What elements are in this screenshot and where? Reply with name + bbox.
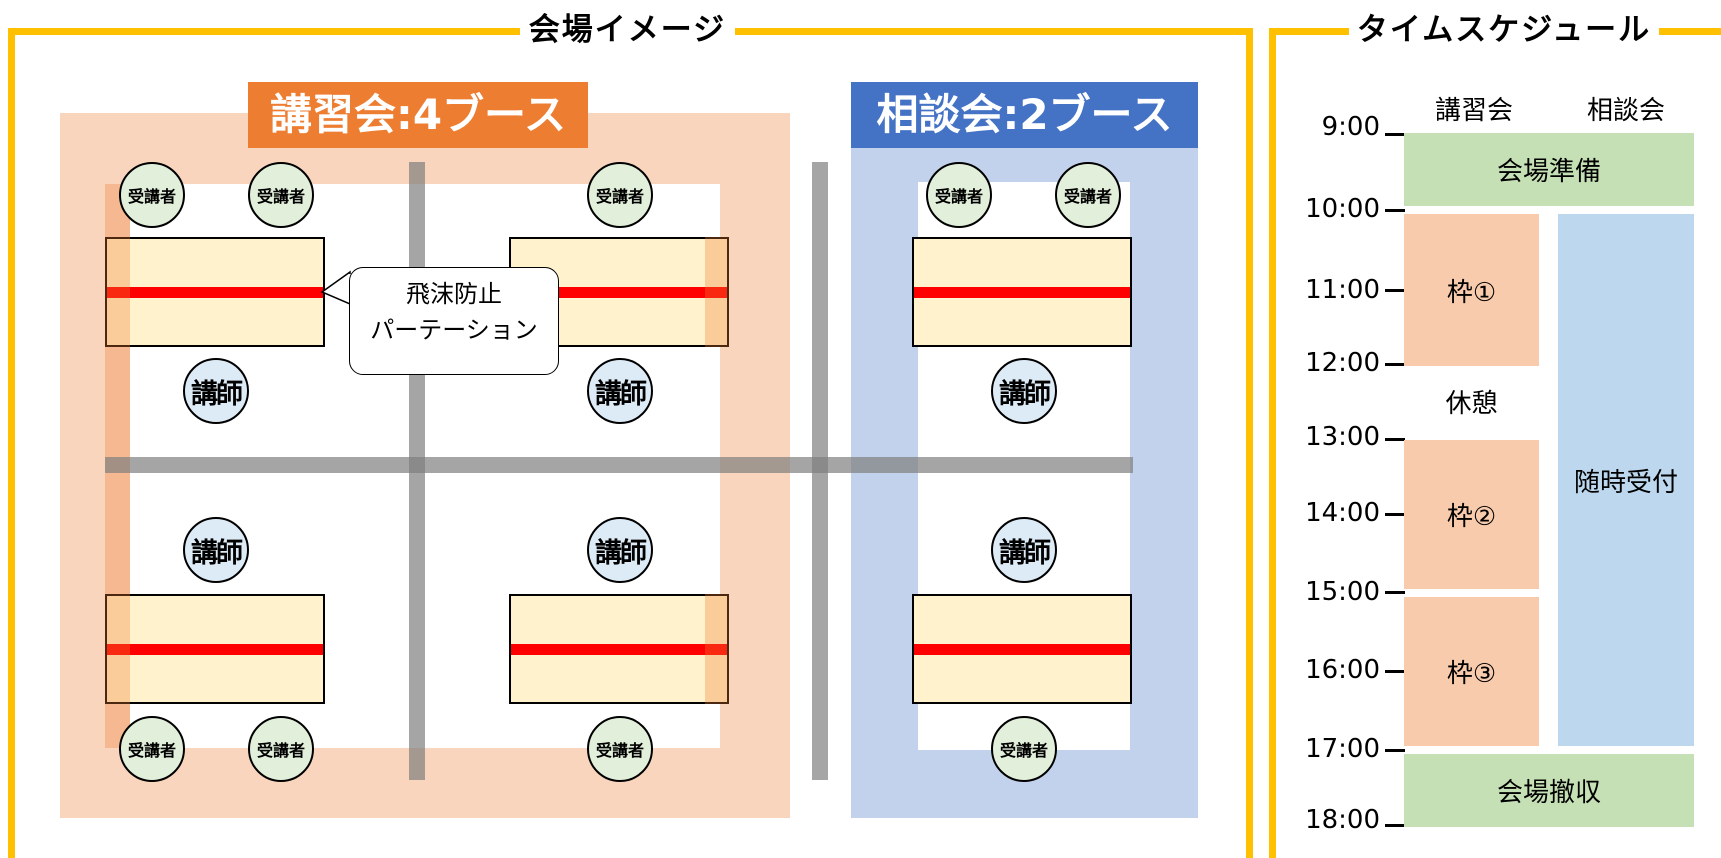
student-seat: 受講者 xyxy=(587,162,653,228)
block-teardown: 会場撤収 xyxy=(1404,754,1694,827)
time-tick xyxy=(1385,438,1405,441)
desk-5 xyxy=(509,594,729,704)
desk-3 xyxy=(912,237,1132,347)
desk-6 xyxy=(912,594,1132,704)
partition-callout: 飛沫防止 パーテーション xyxy=(349,267,559,375)
student-seat: 受講者 xyxy=(119,162,185,228)
partition xyxy=(511,287,727,298)
teacher-seat: 講師 xyxy=(587,358,653,424)
desk-overlay-4 xyxy=(105,594,130,704)
time-label: 10:00 xyxy=(1305,194,1380,224)
time-label: 9:00 xyxy=(1321,112,1380,142)
time-label: 11:00 xyxy=(1305,275,1380,305)
desk-4 xyxy=(105,594,325,704)
schedule-title: タイムスケジュール xyxy=(1349,10,1659,50)
time-tick xyxy=(1385,209,1405,212)
time-tick xyxy=(1385,363,1405,366)
teacher-seat: 講師 xyxy=(991,517,1057,583)
time-tick xyxy=(1385,513,1405,516)
partition xyxy=(107,644,323,655)
time-tick xyxy=(1385,749,1405,752)
time-tick xyxy=(1385,670,1405,673)
block-slot1: 枠① xyxy=(1404,214,1539,366)
column-header-consult: 相談会 xyxy=(1586,96,1665,126)
time-label: 17:00 xyxy=(1305,734,1380,764)
block-break: 休憩 xyxy=(1445,388,1498,419)
student-seat: 受講者 xyxy=(1055,162,1121,228)
aisle-vertical-1 xyxy=(409,162,425,780)
desk-overlay-1 xyxy=(105,237,130,347)
desk-1 xyxy=(105,237,325,347)
time-tick xyxy=(1385,591,1405,594)
partition xyxy=(914,287,1130,298)
block-anytime: 随時受付 xyxy=(1558,214,1694,746)
student-seat: 受講者 xyxy=(926,162,992,228)
aisle-vertical-2 xyxy=(812,162,828,780)
block-setup: 会場準備 xyxy=(1404,133,1694,206)
student-seat: 受講者 xyxy=(248,716,314,782)
callout-line2: パーテーション xyxy=(370,316,538,344)
column-header-lecture: 講習会 xyxy=(1434,96,1513,126)
time-label: 12:00 xyxy=(1305,348,1380,378)
lecture-zone-label: 講習会:4ブース xyxy=(248,82,588,148)
consult-zone-label: 相談会:2ブース xyxy=(851,82,1198,148)
time-label: 14:00 xyxy=(1305,498,1380,528)
student-seat: 受講者 xyxy=(119,716,185,782)
partition xyxy=(511,644,727,655)
desk-overlay-2 xyxy=(705,237,729,347)
time-tick xyxy=(1385,824,1405,827)
student-seat: 受講者 xyxy=(587,716,653,782)
time-tick xyxy=(1385,289,1405,292)
teacher-seat: 講師 xyxy=(183,517,249,583)
aisle-horizontal xyxy=(105,457,1133,473)
time-label: 16:00 xyxy=(1305,655,1380,685)
teacher-seat: 講師 xyxy=(183,358,249,424)
student-seat: 受講者 xyxy=(991,716,1057,782)
block-slot2: 枠② xyxy=(1404,440,1539,589)
time-label: 18:00 xyxy=(1305,805,1380,835)
teacher-seat: 講師 xyxy=(587,517,653,583)
callout-line1: 飛沫防止 xyxy=(406,280,502,308)
time-label: 15:00 xyxy=(1305,577,1380,607)
venue-title: 会場イメージ xyxy=(520,10,735,50)
time-label: 13:00 xyxy=(1305,422,1380,452)
student-seat: 受講者 xyxy=(248,162,314,228)
block-slot3: 枠③ xyxy=(1404,597,1539,746)
desk-overlay-5 xyxy=(705,594,729,704)
partition xyxy=(107,287,323,298)
partition xyxy=(914,644,1130,655)
time-tick xyxy=(1385,133,1405,136)
teacher-seat: 講師 xyxy=(991,358,1057,424)
